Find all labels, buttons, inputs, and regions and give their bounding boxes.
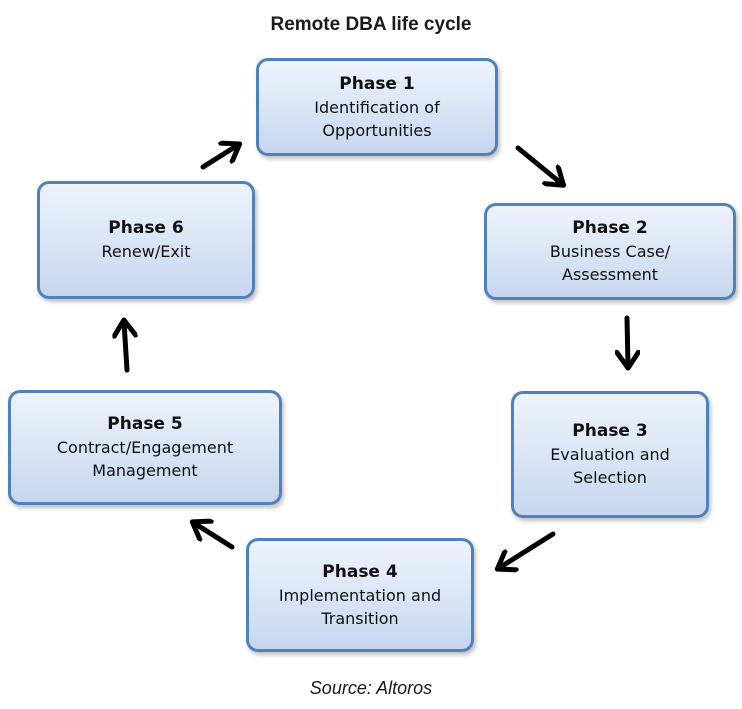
arrow-icon bbox=[194, 523, 235, 550]
source-caption: Source: Altoros bbox=[309, 678, 433, 698]
arrow-icon bbox=[200, 145, 238, 170]
phase-6-label: Phase 6 bbox=[108, 218, 184, 238]
phase-6-box: Phase 6 Renew/Exit bbox=[37, 181, 255, 299]
phase-1-box: Phase 1 Identification of Opportunities bbox=[256, 58, 498, 156]
phase-5-text-line-1: Contract/Engagement bbox=[56, 438, 234, 457]
phase-3-box: Phase 3 Evaluation and Selection bbox=[511, 391, 709, 518]
phase-4-text-line-2: Transition bbox=[321, 608, 399, 628]
arrow-icon bbox=[124, 322, 127, 373]
phase-3-text-line-1: Evaluation and bbox=[550, 445, 670, 464]
phase-2-label: Phase 2 bbox=[572, 218, 648, 238]
phase-5-box: Phase 5 Contract/Engagement Management bbox=[8, 390, 282, 505]
phase-3-label: Phase 3 bbox=[572, 421, 648, 441]
phase-1-text-line-2: Opportunities bbox=[322, 120, 432, 140]
phase-3-text-line-2: Selection bbox=[573, 468, 647, 487]
phase-4-label: Phase 4 bbox=[322, 561, 398, 582]
phase-5-text-line-2: Management bbox=[92, 461, 198, 480]
phase-1-label: Phase 1 bbox=[339, 73, 415, 94]
diagram-title: Remote DBA life cycle bbox=[270, 14, 472, 35]
phase-5-label: Phase 5 bbox=[107, 414, 183, 434]
phase-2-box: Phase 2 Business Case/ Assessment bbox=[484, 203, 736, 300]
arrow-icon bbox=[627, 315, 628, 366]
phase-2-text-line-1: Business Case/ bbox=[549, 242, 671, 261]
phase-4-box: Phase 4 Implementation and Transition bbox=[246, 538, 474, 652]
phase-2-text-line-2: Assessment bbox=[562, 265, 658, 284]
arrow-icon bbox=[515, 145, 562, 184]
phase-4-text-line-1: Implementation and bbox=[278, 585, 442, 605]
phase-6-text-line-1: Renew/Exit bbox=[101, 242, 191, 261]
arrow-icon bbox=[499, 531, 556, 568]
phase-1-text-line-1: Identification of bbox=[314, 97, 440, 117]
